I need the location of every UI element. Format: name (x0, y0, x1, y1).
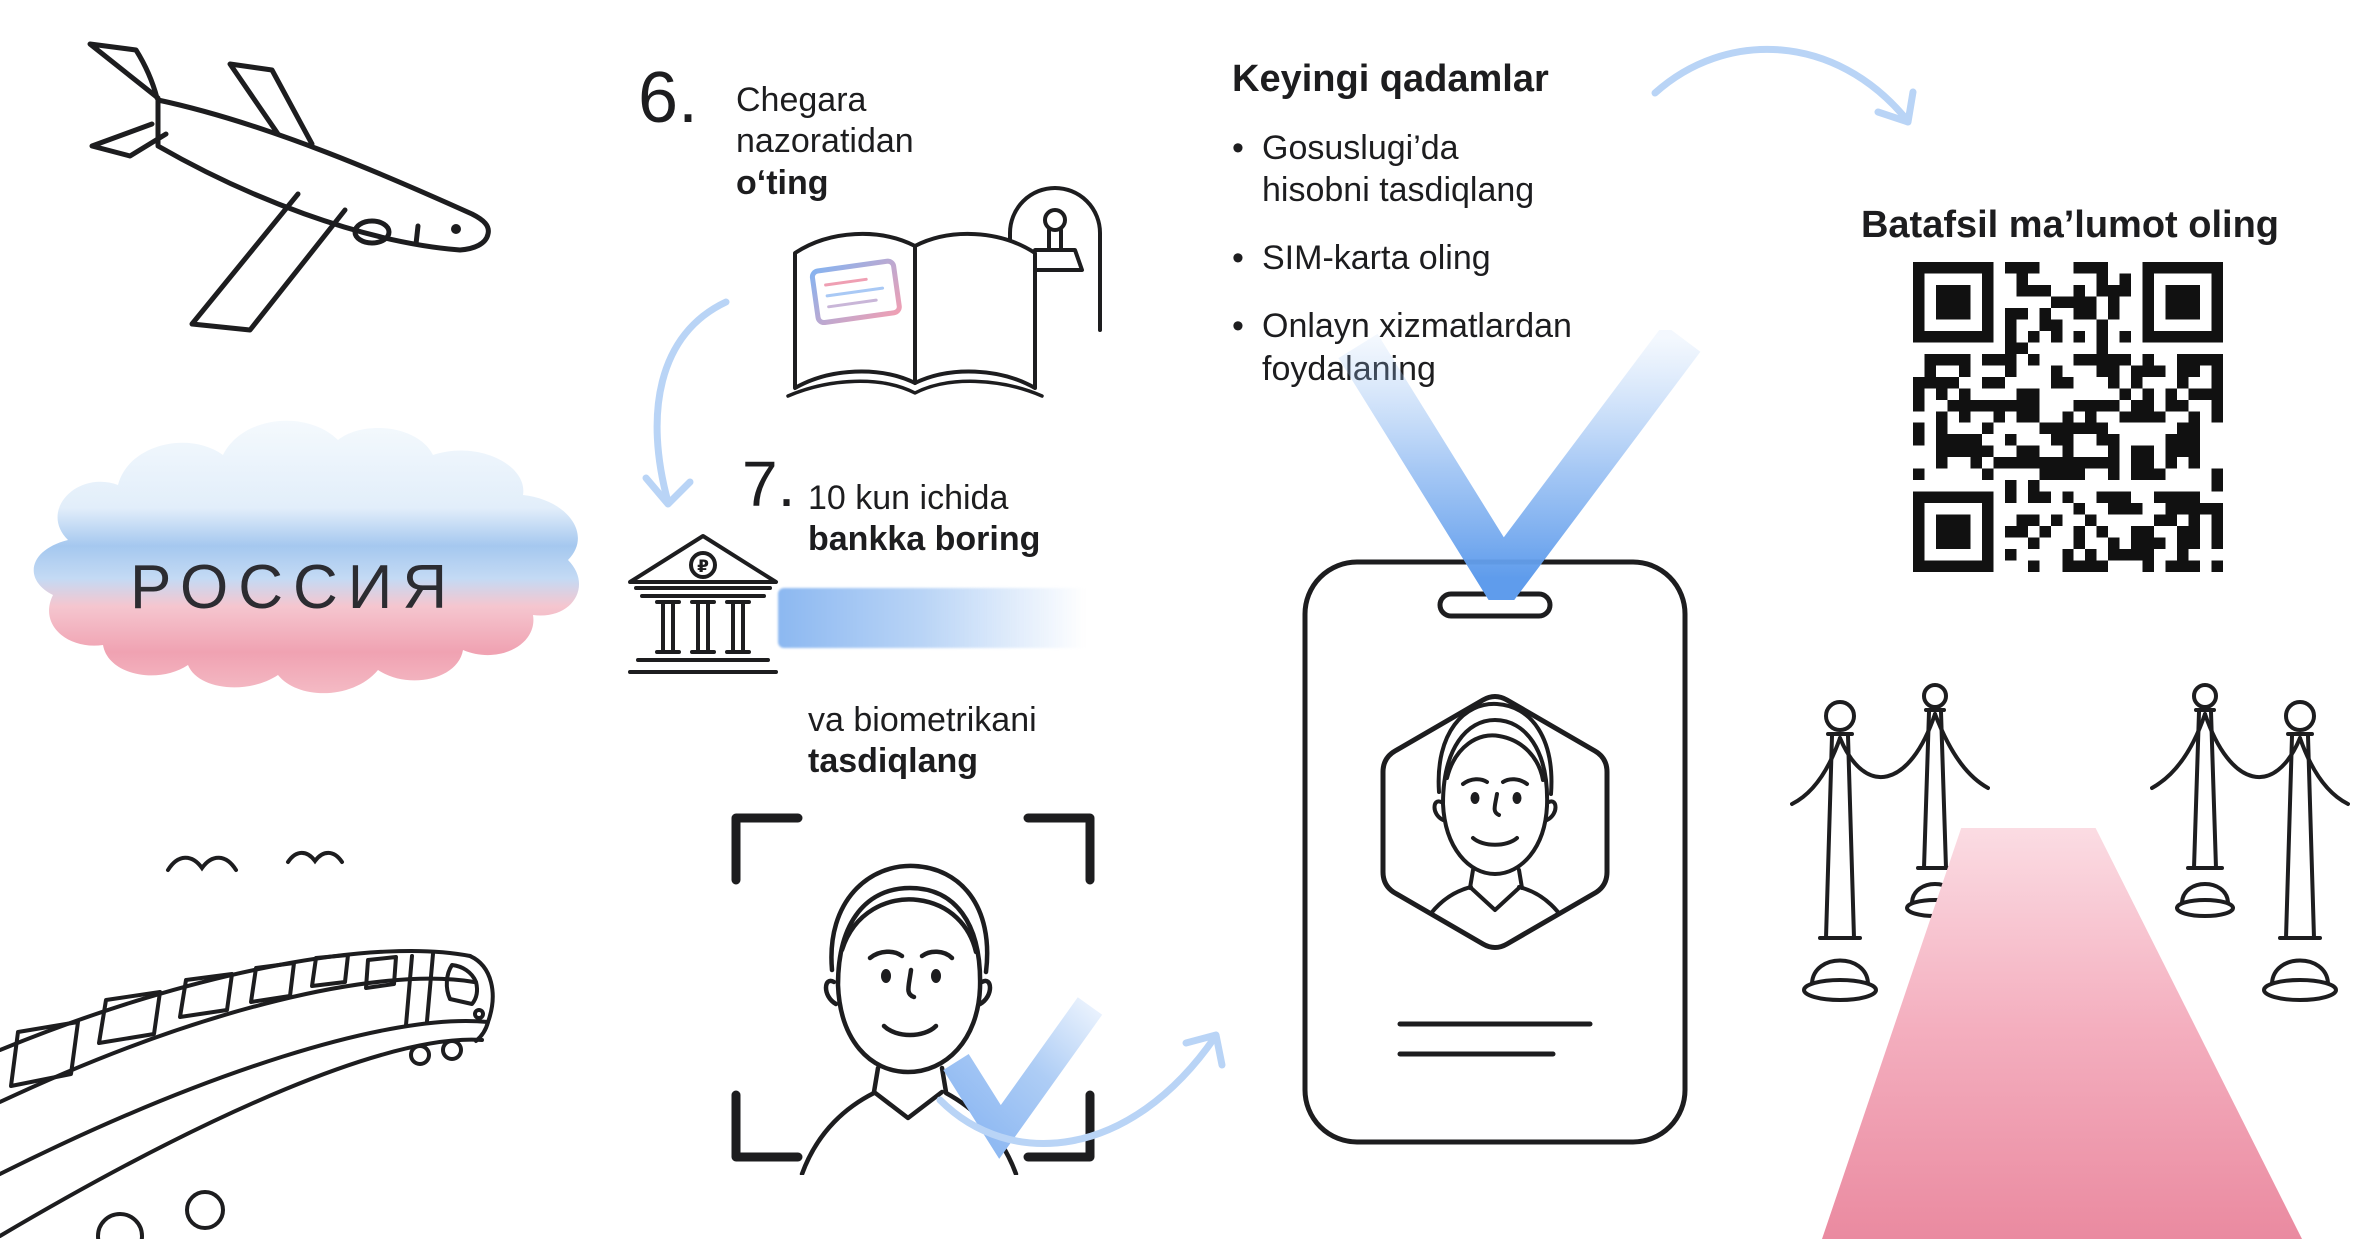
item3-line1: Onlayn xizmatlardan (1262, 307, 1572, 346)
photo-hexagon-frame (1380, 694, 1610, 950)
train-illustration (0, 948, 495, 1239)
step6-number: 6. (638, 58, 699, 138)
lanyard-check-icon (1338, 330, 1701, 600)
biometrics-line: va biometrikani (808, 701, 1037, 739)
ruble-symbol: ₽ (697, 557, 709, 576)
russia-label: РОССИЯ (130, 553, 458, 622)
badge-face-icon (1411, 701, 1579, 948)
biometrics-text: va biometrikani tasdiqlang (808, 700, 1037, 783)
bullet-icon: • (1232, 239, 1244, 278)
russia-map-shape (33, 420, 580, 694)
biometrics-bold: tasdiqlang (808, 742, 979, 781)
item1-line1: Gosuslugi’da (1262, 129, 1459, 167)
checkmark-icon (943, 997, 1103, 1159)
arrow-down-icon (642, 298, 730, 508)
arrow-right-icon (936, 1031, 1226, 1147)
id-badge-illustration (1302, 559, 1688, 1145)
step6-line1: Chegara (736, 81, 867, 119)
arrow-top-icon (1651, 45, 1917, 126)
item-text: Gosuslugi’da hisobni tasdiqlang (1262, 127, 1672, 211)
passport-illustration (786, 186, 1102, 398)
visa-sticker-icon (809, 258, 902, 326)
blue-band-decoration (778, 588, 1098, 648)
step7-bold: bankka boring (808, 520, 1041, 559)
cockpit-window-icon (451, 224, 461, 234)
step7-number: 7. (742, 448, 796, 520)
list-item: • Gosuslugi’da hisobni tasdiqlang (1232, 127, 1672, 211)
item1-line2: hisobni tasdiqlang (1262, 171, 1535, 210)
qr-section-title: Batafsil ma’lumot oling (1860, 204, 2280, 246)
step6-line2: nazoratidan (736, 122, 914, 161)
list-item: • SIM-karta oling (1232, 237, 1672, 279)
step6-text: Chegara nazoratidan oʻting (736, 80, 914, 204)
item-text: SIM-karta oling (1262, 237, 1672, 279)
birds-icon (166, 850, 344, 872)
next-steps-title: Keyingi qadamlar (1232, 58, 1549, 100)
scan-frame-icon (731, 813, 1095, 1162)
bullet-icon: • (1232, 307, 1244, 346)
step7-line: 10 kun ichida (808, 479, 1009, 517)
next-steps-section: Keyingi qadamlar • Gosuslugi’da hisobni … (1232, 58, 1672, 390)
face-scan-illustration (731, 813, 1103, 1175)
stanchions-right-icon (2150, 683, 2350, 1002)
bullet-icon: • (1232, 129, 1244, 167)
step7-text: 10 kun ichida bankka boring (808, 478, 1040, 561)
qr-code (1913, 262, 2223, 572)
airplane-illustration (87, 41, 491, 333)
step6-bold: oʻting (736, 163, 829, 202)
item2-line1: SIM-karta oling (1262, 239, 1491, 278)
face-icon (799, 863, 1019, 1175)
passport-book-icon (786, 231, 1044, 398)
bank-icon: ₽ (628, 534, 778, 674)
russia-map: РОССИЯ (8, 330, 608, 770)
